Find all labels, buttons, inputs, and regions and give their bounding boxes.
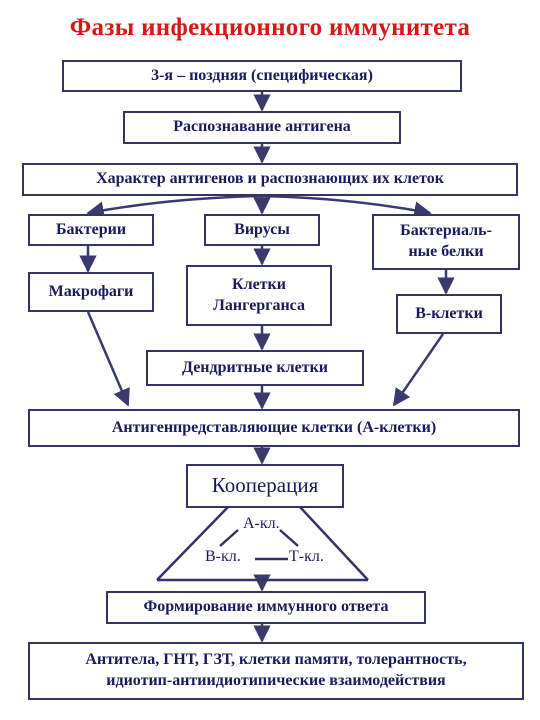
recognition-box: Распознавание антигена (123, 111, 401, 144)
apc-box: Антигенпредставляющие клетки (А-клетки) (28, 409, 520, 447)
immune-response-box: Формирование иммунного ответа (106, 591, 426, 624)
arrow-nature-to-bacteria (86, 194, 263, 219)
b-cells-box: В-клетки (396, 294, 502, 334)
bacterial-proteins-box: Бактериаль- ные белки (372, 214, 520, 270)
langerhans-box: Клетки Лангерганса (186, 265, 332, 326)
arrow-bcells-to-apc (392, 333, 445, 407)
dendritic-box: Дендритные клетки (146, 350, 364, 386)
cooperation-box: Кооперация (186, 464, 344, 508)
nature-box: Характер антигенов и распознающих их кле… (22, 163, 518, 196)
arrow-macrophages-to-apc (86, 311, 130, 407)
cooperation-triangle (156, 506, 369, 582)
a-cells-label: А-кл. (243, 515, 280, 532)
page-title: Фазы инфекционного иммунитета (69, 14, 471, 41)
b-cells-label: В-кл. (205, 548, 241, 565)
macrophages-box: Макрофаги (28, 272, 154, 312)
bacteria-box: Бактерии (28, 214, 154, 246)
viruses-box: Вирусы (204, 214, 320, 246)
outcome-box: Антитела, ГНТ, ГЗТ, клетки памяти, толер… (28, 642, 524, 700)
phase-box: 3-я – поздняя (специфическая) (62, 60, 462, 92)
arrow-nature-to-bact-proteins (261, 194, 432, 219)
t-cells-label: Т-кл. (289, 548, 324, 565)
